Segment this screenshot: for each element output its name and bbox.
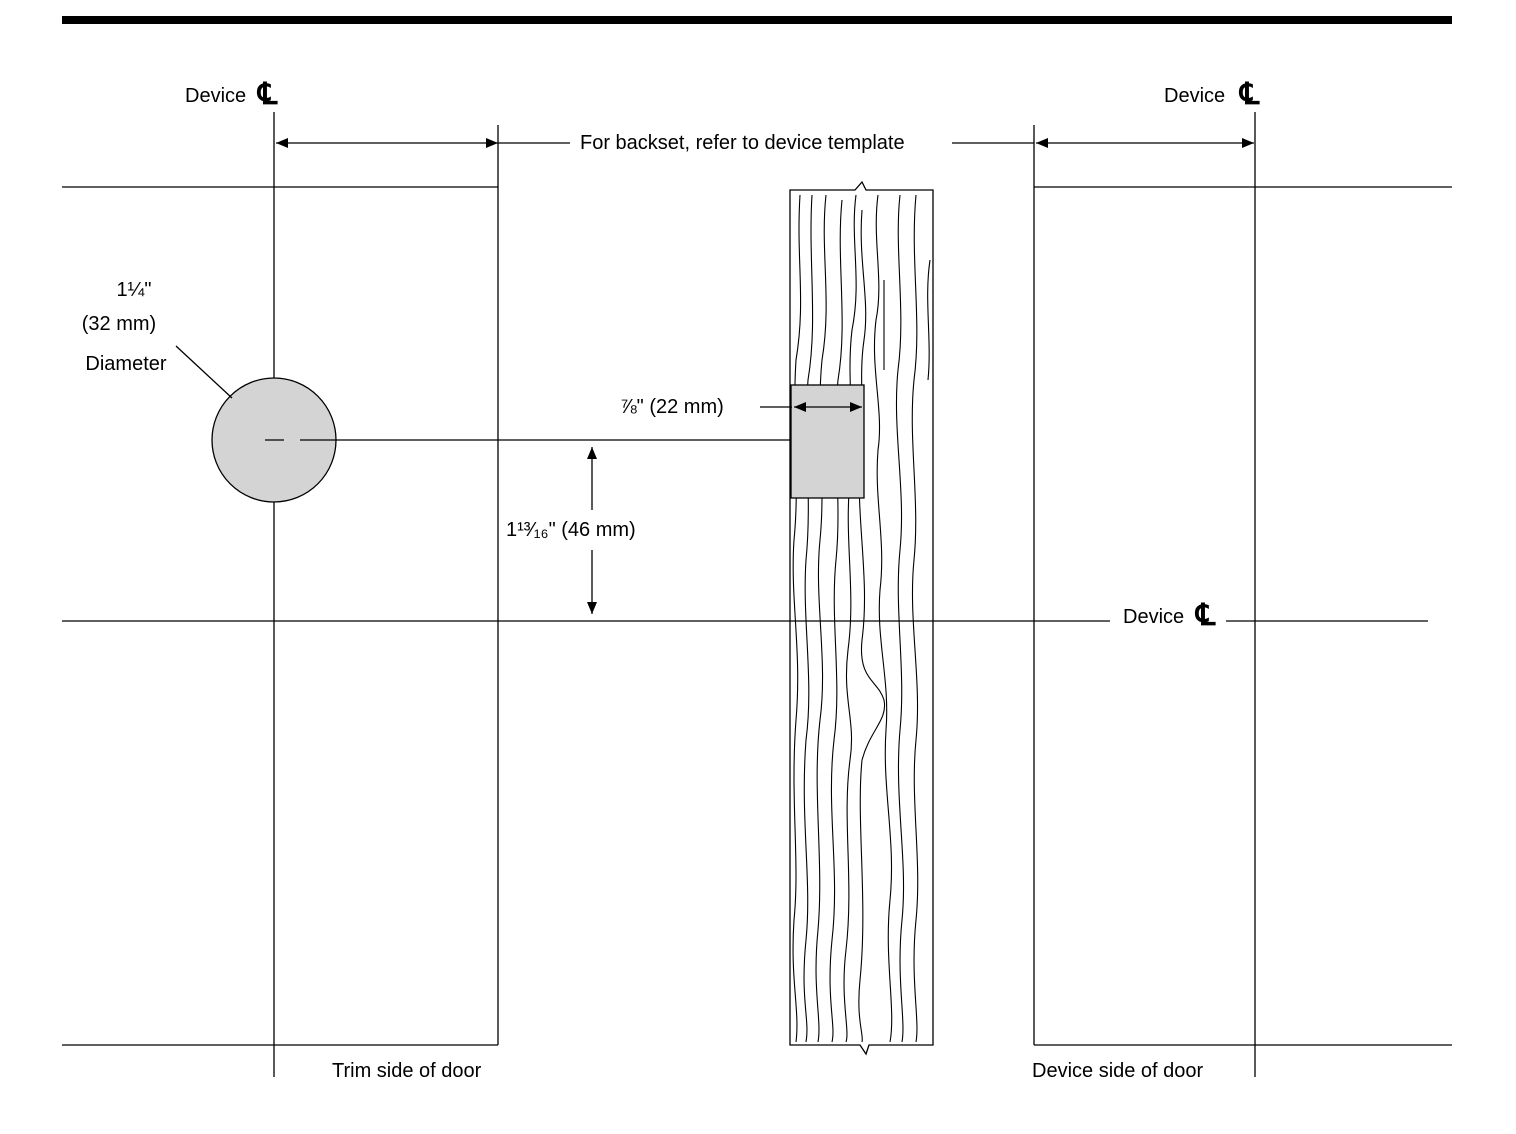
trim-side-label: Trim side of door <box>332 1060 482 1082</box>
hole-leader <box>175 345 233 399</box>
device-cl-text-middle: Device <box>1123 606 1184 628</box>
door-edge-section <box>789 180 934 1056</box>
hole-size-label: 1¼" <box>117 279 152 301</box>
vertical-offset-dimension: 1¹³⁄₁₆" (46 mm) <box>506 447 636 614</box>
backset-dimension: For backset, refer to device template <box>276 125 1254 187</box>
mortise-width-label: ⅞" (22 mm) <box>620 396 724 418</box>
trim-side-panel <box>62 186 499 1046</box>
device-cl-text-right: Device <box>1164 85 1225 107</box>
centerline-symbol-right: ℄ <box>1238 78 1260 111</box>
mortise-width-dimension: ⅞" (22 mm) <box>620 396 862 418</box>
header-rule <box>62 16 1452 24</box>
vertical-offset-label: 1¹³⁄₁₆" (46 mm) <box>506 519 636 541</box>
hole-size-metric-label: (32 mm) <box>82 313 156 335</box>
device-side-label: Device side of door <box>1032 1060 1204 1082</box>
device-cl-text-left: Device <box>185 85 246 107</box>
device-centerline-label-left: Device ℄ <box>185 78 278 111</box>
backset-note: For backset, refer to device template <box>580 132 905 154</box>
mortise-rect <box>790 384 865 499</box>
centerline-symbol-left: ℄ <box>256 78 278 111</box>
device-side-panel <box>1033 186 1452 1046</box>
centerline-symbol-middle: ℄ <box>1194 599 1216 632</box>
device-centerline-label-right: Device ℄ <box>1164 78 1260 111</box>
device-centerline-label-middle: Device ℄ <box>1123 599 1216 632</box>
hole-diameter-label: Diameter <box>85 353 166 375</box>
